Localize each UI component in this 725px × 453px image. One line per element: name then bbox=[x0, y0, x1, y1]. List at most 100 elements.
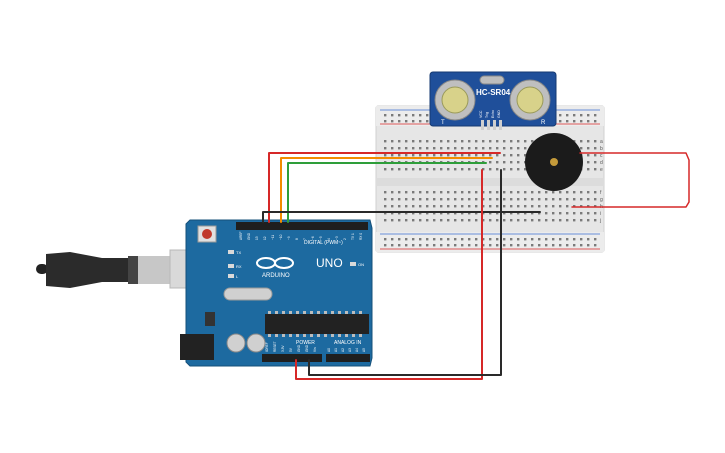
breadboard-hole bbox=[510, 238, 513, 241]
breadboard-hole bbox=[398, 120, 401, 123]
sensor-pin-label: GND bbox=[497, 110, 501, 118]
breadboard-hole bbox=[412, 212, 415, 215]
breadboard-hole bbox=[503, 212, 506, 215]
breadboard-hole bbox=[482, 244, 485, 247]
breadboard-hole bbox=[440, 147, 443, 150]
breadboard-hole bbox=[580, 205, 583, 208]
breadboard-hole bbox=[405, 212, 408, 215]
chip-pin bbox=[352, 311, 355, 314]
breadboard-hole bbox=[573, 212, 576, 215]
breadboard-hole bbox=[489, 168, 492, 171]
breadboard-hole bbox=[566, 120, 569, 123]
breadboard-hole bbox=[398, 191, 401, 194]
breadboard-hole bbox=[538, 244, 541, 247]
breadboard-hole bbox=[405, 198, 408, 201]
pin-label: A5 bbox=[362, 348, 366, 352]
pin-label: TX 1 bbox=[351, 233, 355, 240]
pin-label: 5V bbox=[289, 347, 293, 352]
breadboard-hole bbox=[510, 147, 513, 150]
breadboard-hole bbox=[503, 244, 506, 247]
breadboard-hole bbox=[566, 244, 569, 247]
breadboard-hole bbox=[496, 238, 499, 241]
green-wire-pin10[interactable] bbox=[287, 162, 487, 223]
red-wire-5v[interactable] bbox=[295, 169, 483, 380]
breadboard-hole bbox=[391, 191, 394, 194]
breadboard-hole bbox=[384, 140, 387, 143]
breadboard-hole bbox=[503, 140, 506, 143]
orange-wire-pin11[interactable] bbox=[280, 157, 493, 223]
breadboard-hole bbox=[559, 238, 562, 241]
breadboard-hole bbox=[482, 212, 485, 215]
pin-label: GND bbox=[305, 344, 309, 352]
breadboard-hole bbox=[489, 161, 492, 164]
breadboard-hole bbox=[426, 168, 429, 171]
breadboard-hole bbox=[447, 244, 450, 247]
breadboard-hole bbox=[482, 140, 485, 143]
power-label: POWER bbox=[296, 340, 315, 346]
breadboard-hole bbox=[573, 198, 576, 201]
breadboard-hole bbox=[587, 244, 590, 247]
breadboard-hole bbox=[461, 154, 464, 157]
breadboard-hole bbox=[468, 168, 471, 171]
breadboard-hole bbox=[517, 140, 520, 143]
breadboard-hole bbox=[391, 244, 394, 247]
breadboard-hole bbox=[384, 147, 387, 150]
piezo-buzzer[interactable] bbox=[525, 133, 583, 191]
pin-label: A0 bbox=[327, 348, 331, 352]
chip-pin bbox=[282, 334, 285, 337]
black-wire-gnd-top[interactable] bbox=[262, 211, 541, 223]
breadboard-hole bbox=[384, 114, 387, 117]
breadboard-hole bbox=[510, 244, 513, 247]
breadboard-hole bbox=[580, 219, 583, 222]
arduino-uno-board[interactable]: ARDUINO UNO DIGITAL (PWM~) POWER ANALOG … bbox=[180, 219, 373, 367]
breadboard-hole bbox=[398, 238, 401, 241]
pin-label: A3 bbox=[348, 348, 352, 352]
breadboard-hole bbox=[440, 191, 443, 194]
breadboard-hole bbox=[461, 212, 464, 215]
breadboard-hole bbox=[412, 154, 415, 157]
breadboard-hole bbox=[503, 219, 506, 222]
sensor-pin-label: VCC bbox=[479, 110, 483, 118]
breadboard-hole bbox=[573, 244, 576, 247]
breadboard-hole bbox=[524, 140, 527, 143]
breadboard-hole bbox=[433, 140, 436, 143]
breadboard-hole bbox=[496, 168, 499, 171]
breadboard-hole bbox=[468, 198, 471, 201]
red-wire-pin13[interactable] bbox=[268, 152, 501, 223]
breadboard-hole bbox=[461, 238, 464, 241]
red-wire-buzzer-loop[interactable] bbox=[571, 152, 690, 208]
breadboard-hole bbox=[566, 191, 569, 194]
breadboard-hole bbox=[594, 114, 597, 117]
breadboard-hole bbox=[496, 147, 499, 150]
black-wire-gnd[interactable] bbox=[308, 169, 502, 376]
chip-pin bbox=[310, 334, 313, 337]
breadboard-hole bbox=[412, 198, 415, 201]
breadboard-hole bbox=[503, 191, 506, 194]
breadboard-hole bbox=[398, 168, 401, 171]
breadboard-hole bbox=[594, 244, 597, 247]
breadboard-hole bbox=[398, 154, 401, 157]
crystal bbox=[223, 287, 273, 301]
pin-label: 4 bbox=[327, 238, 331, 240]
chip-pin bbox=[345, 311, 348, 314]
breadboard-hole bbox=[552, 191, 555, 194]
breadboard-hole bbox=[594, 120, 597, 123]
breadboard-hole bbox=[482, 191, 485, 194]
ultrasonic-sensor[interactable]: HC-SR04 T R VCC Trig Echo GND bbox=[429, 71, 557, 130]
pin-label: 3.3V bbox=[281, 345, 285, 352]
breadboard-hole bbox=[496, 154, 499, 157]
breadboard-hole bbox=[454, 198, 457, 201]
sensor-pin-label: Trig bbox=[485, 112, 489, 118]
capacitor-icon bbox=[246, 333, 266, 353]
breadboard-hole bbox=[412, 140, 415, 143]
breadboard-hole bbox=[517, 205, 520, 208]
breadboard-hole bbox=[552, 219, 555, 222]
breadboard-hole bbox=[475, 147, 478, 150]
reset-button-icon[interactable] bbox=[202, 229, 212, 239]
breadboard-hole bbox=[405, 154, 408, 157]
breadboard-hole bbox=[475, 212, 478, 215]
breadboard-hole bbox=[517, 154, 520, 157]
breadboard-hole bbox=[426, 191, 429, 194]
breadboard-hole bbox=[510, 212, 513, 215]
power-header bbox=[262, 354, 322, 362]
